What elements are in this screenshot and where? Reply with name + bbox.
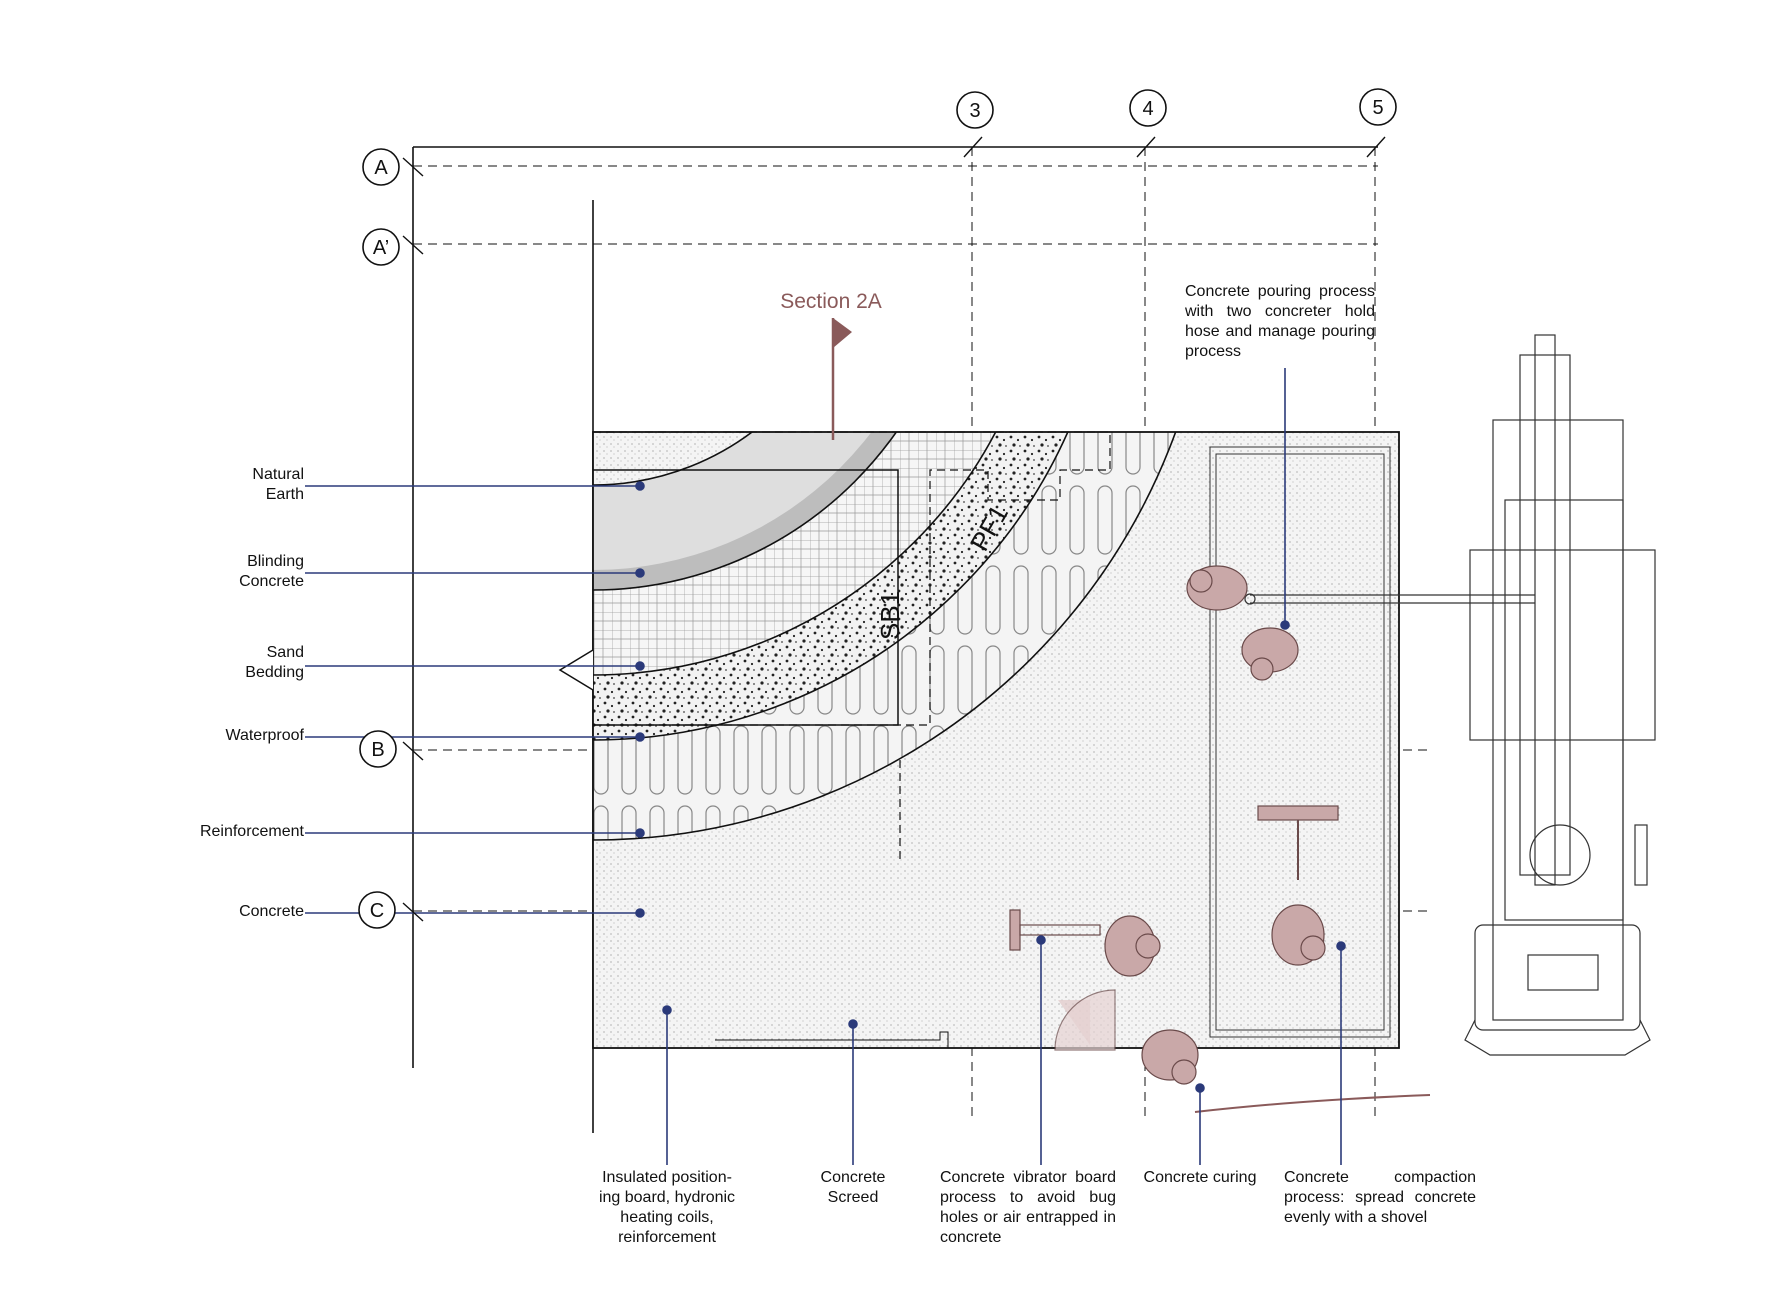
- label-natural-earth: Natural Earth: [252, 466, 304, 503]
- grid-bubble-5: [1359, 88, 1397, 126]
- grid-bubble-B: [359, 730, 397, 768]
- grid-bubble-3: [956, 91, 994, 129]
- label-insulated-board: Insulated position- ing board, hydronic …: [598, 1169, 736, 1246]
- grid-row-bubbles: [358, 148, 400, 929]
- grid-bubble-C: [358, 891, 396, 929]
- workers: [1009, 565, 1339, 1085]
- section-marker: [831, 318, 852, 440]
- grid-label-3: 3: [969, 100, 980, 122]
- grid-label-A-prime: A’: [373, 237, 389, 259]
- label-sand-bedding: Sand Bedding: [245, 644, 304, 681]
- label-compaction-process: Concrete compaction process: spread conc…: [1284, 1169, 1476, 1226]
- grid-label-B: B: [371, 739, 384, 761]
- grid-bubble-4: [1129, 89, 1167, 127]
- label-vibrator-process: Concrete vibrator board process to avoid…: [940, 1169, 1116, 1246]
- leader-lines: [305, 368, 1346, 1165]
- grid-bubble-A: [362, 148, 400, 186]
- label-blinding-concrete: Blinding Concrete: [239, 553, 304, 590]
- grid-label-4: 4: [1142, 98, 1153, 120]
- grid-label-5: 5: [1372, 97, 1383, 119]
- label-reinforcement: Reinforcement: [199, 823, 304, 840]
- slab-layers: [593, 432, 1399, 1048]
- concrete-pump-truck: [1244, 334, 1656, 1056]
- grid-column-bubbles: [956, 88, 1397, 129]
- footing-outlines: [593, 431, 1111, 860]
- label-concrete: Concrete: [239, 903, 304, 920]
- grid-ticks: [402, 136, 1386, 922]
- label-pouring-process: Concrete pouring process with two concre…: [1185, 283, 1375, 360]
- tag-sb1: SB1: [875, 591, 905, 640]
- label-waterproof: Waterproof: [225, 727, 304, 744]
- grid-label-C: C: [370, 900, 384, 922]
- section-label: Section 2A: [780, 290, 882, 313]
- label-concrete-screed: Concrete Screed: [820, 1169, 886, 1206]
- label-concrete-curing: Concrete curing: [1143, 1169, 1257, 1186]
- grid-bubble-A-prime: [362, 228, 400, 266]
- grid-label-A: A: [374, 157, 388, 179]
